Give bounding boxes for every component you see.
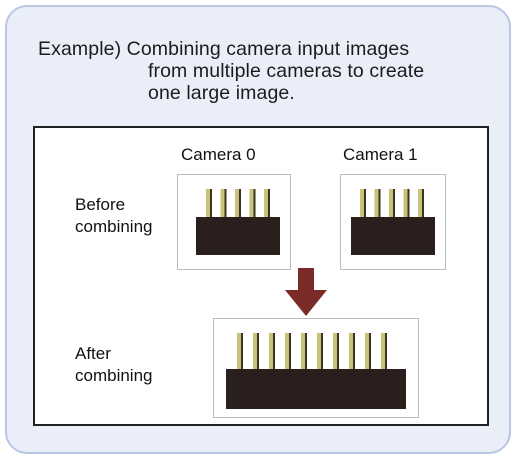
arrow-down-icon bbox=[285, 268, 327, 316]
caption-line-2: from multiple cameras to create bbox=[148, 60, 425, 82]
camera-0-connector-pin bbox=[235, 189, 241, 219]
combined-connector-pin-shade bbox=[321, 333, 323, 371]
camera-0-connector-pin bbox=[264, 189, 270, 219]
camera-0-label: Camera 0 bbox=[181, 145, 256, 164]
camera-0-image bbox=[177, 174, 291, 270]
camera-0-connector-pin bbox=[206, 189, 212, 219]
camera-1-connector-pin bbox=[374, 189, 381, 219]
combined-connector-pin-shade bbox=[353, 333, 355, 371]
camera-1-connector-pin-shade bbox=[393, 189, 395, 219]
camera-1-connector bbox=[351, 189, 435, 255]
camera-0-connector-pin-shade bbox=[224, 189, 227, 219]
camera-1-connector-pin bbox=[403, 189, 410, 219]
camera-0-connector-pin bbox=[220, 189, 227, 219]
camera-0-connector-pin-shade bbox=[253, 189, 256, 219]
after-label-line-2: combining bbox=[75, 366, 153, 385]
combined-connector bbox=[226, 333, 406, 409]
combined-connector-pin bbox=[253, 333, 259, 371]
combined-connector-pin-shade bbox=[289, 333, 291, 371]
combined-connector-body bbox=[226, 369, 406, 409]
combined-connector-pin-shade bbox=[369, 333, 371, 371]
camera-0-connector bbox=[196, 189, 280, 255]
combined-connector-pin-shade bbox=[385, 333, 387, 371]
camera-1-connector-pin bbox=[389, 189, 395, 219]
after-label-line-1: After bbox=[75, 344, 111, 363]
camera-1-connector-body bbox=[351, 217, 435, 255]
camera-1-connector-pin bbox=[418, 189, 424, 219]
camera-0-connector-pin-shade bbox=[268, 189, 270, 219]
camera-0-connector-pin-shade bbox=[210, 189, 212, 219]
combined-connector-pin bbox=[349, 333, 355, 371]
caption-line-1: Example) Combining camera input images bbox=[38, 38, 410, 60]
combined-connector-pin bbox=[285, 333, 291, 371]
combined-connector-pin-shade bbox=[273, 333, 275, 371]
combined-connector-pin-shade bbox=[305, 333, 307, 371]
combined-connector-pin-shade bbox=[337, 333, 339, 371]
combined-connector-pin bbox=[269, 333, 275, 371]
camera-1-connector-pin-shade bbox=[407, 189, 410, 219]
combined-connector-pin bbox=[365, 333, 371, 371]
before-label-line-2: combining bbox=[75, 217, 153, 236]
combined-connector-pin bbox=[237, 333, 243, 371]
camera-1-connector-pin-shade bbox=[364, 189, 366, 219]
caption-line-3: one large image. bbox=[148, 82, 295, 104]
camera-1-image bbox=[340, 174, 446, 270]
camera-1-connector-pin bbox=[360, 189, 366, 219]
camera-0-connector-pin-shade bbox=[239, 189, 241, 219]
camera-1-label: Camera 1 bbox=[343, 145, 418, 164]
combined-connector-pin-shade bbox=[241, 333, 243, 371]
camera-0-connector-body bbox=[196, 217, 280, 255]
combined-connector-pin bbox=[333, 333, 339, 371]
before-label-line-1: Before bbox=[75, 195, 126, 214]
camera-0-connector-pin bbox=[249, 189, 256, 219]
combined-connector-pin bbox=[301, 333, 307, 371]
combined-connector-pin-shade bbox=[257, 333, 259, 371]
combined-connector-pin bbox=[381, 333, 387, 371]
camera-1-connector-pin-shade bbox=[378, 189, 381, 219]
combined-connector-pin bbox=[317, 333, 323, 371]
camera-1-connector-pin-shade bbox=[422, 189, 424, 219]
combined-image bbox=[213, 318, 419, 418]
diagram-frame: Camera 0 Camera 1 Before combining After… bbox=[33, 126, 489, 426]
